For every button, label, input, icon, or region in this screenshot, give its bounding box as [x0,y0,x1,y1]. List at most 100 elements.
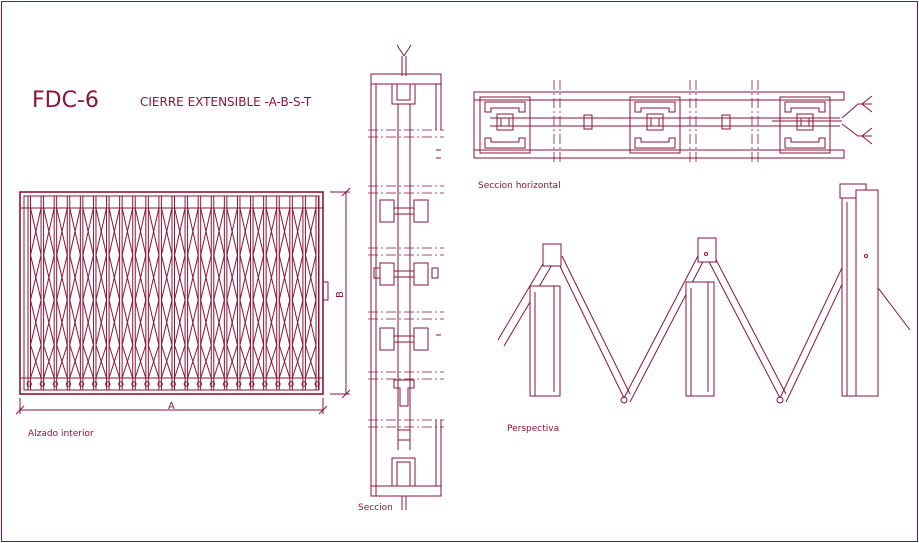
scissor-bar [555,257,625,399]
elevation-view [19,191,329,395]
section-bolt-block [413,199,429,223]
hsection-profile [784,137,826,149]
dimension-width: A [15,398,328,415]
gate-wheel [301,381,307,387]
lattice-strut [265,254,278,301]
lattice-strut [291,254,304,301]
hsection-profile [484,101,526,113]
lattice-strut [43,344,55,379]
gate-wheel [183,381,189,387]
perspective-post [855,189,879,397]
lattice-strut [226,254,238,301]
hsection-profile [634,101,676,113]
lattice-strut [95,254,108,301]
gate-wheel [288,381,294,387]
lattice-strut [239,254,252,301]
lattice-strut [304,254,317,301]
gate-wheel [91,381,98,387]
lattice-strut [56,254,68,301]
lattice-strut [187,207,199,256]
caption-horizontal-section: Seccion horizontal [478,181,561,191]
lattice-strut [291,207,304,256]
lattice-strut [134,344,147,379]
section-bolt-block [413,327,429,351]
lattice-strut [200,254,212,301]
lattice-strut [239,207,252,256]
section-pin [431,267,439,279]
gate-wheel [65,381,72,387]
lattice-strut [121,207,134,256]
lattice-strut [213,344,225,379]
lattice-strut [121,299,134,346]
lattice-strut [108,344,121,379]
gate-wheel [209,381,216,387]
lattice-strut [291,299,304,346]
lattice-strut [174,254,186,301]
lattice-strut [213,207,225,256]
lattice-strut [108,299,121,346]
gate-wheel [52,381,59,387]
lattice-strut [239,344,252,379]
lattice-strut [147,207,160,256]
dimension-label-b: B [335,291,346,298]
scissor-bar [705,255,781,399]
gate-wheel [262,381,268,387]
section-bolt-block [379,199,395,223]
lattice-strut [147,254,160,301]
scissor-bar [623,251,701,399]
lattice-strut [200,344,212,379]
lattice-strut [226,207,238,256]
hsection-core [800,117,810,127]
lattice-strut [160,207,173,256]
lattice-strut [30,299,42,346]
hsection-profile [634,137,676,149]
lattice-strut [278,207,291,256]
scissor-pivot [620,396,628,404]
caption-section: Seccion [358,503,393,513]
gate-wheel [144,381,150,387]
scissor-bar [629,255,707,403]
scissor-pivot [776,396,784,404]
lattice-strut [160,254,173,301]
lattice-strut [200,207,212,256]
lattice-strut [291,344,304,379]
gate-wheel [105,381,111,387]
lattice-strut [265,207,278,256]
gate-wheel [235,381,242,387]
lattice-strut [95,299,108,346]
section-bolt [393,335,415,343]
perspective-post [685,281,715,397]
lattice-strut [69,299,81,346]
lattice-strut [226,344,238,379]
scissor-bar [561,255,631,395]
drawing-title: CIERRE EXTENSIBLE -A-B-S-T [140,95,312,109]
lattice-strut [30,254,42,301]
hsection-core [796,113,814,131]
hsection-profile [484,137,526,149]
lattice-strut [174,299,186,346]
gate-wheel [78,381,85,387]
hsection-profile [629,96,681,154]
lattice-strut [43,299,55,346]
dimension-label-a: A [168,401,175,412]
perspective-bolt [704,252,708,256]
drawing-code: FDC-6 [32,88,99,113]
lattice-strut [69,207,81,256]
hsection-link [583,114,593,130]
hsection-core [646,113,664,131]
perspective-hinge [697,237,717,263]
gate-wheel [222,381,229,387]
section-bolt-block [379,327,395,351]
gate-wheel [26,381,32,387]
dimension-height: B [330,187,351,399]
lattice-strut [226,299,238,346]
lattice-strut [108,207,121,256]
lattice-strut [30,344,42,379]
hsection-profile [784,101,826,113]
lattice-strut [95,207,108,256]
lattice-strut [304,207,317,256]
lattice-strut [134,254,147,301]
lattice-strut [56,344,68,379]
